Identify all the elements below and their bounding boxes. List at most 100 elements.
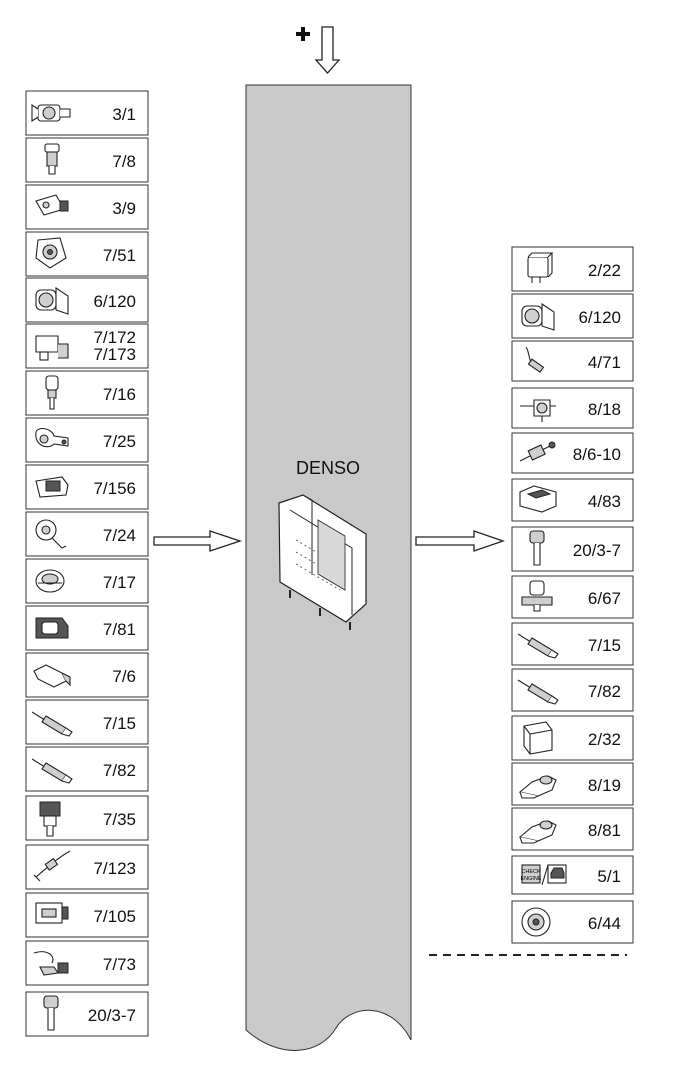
ecu-module-icon — [278, 494, 367, 630]
component-label: 7/8 — [112, 152, 136, 171]
component-label: 7/82 — [588, 682, 621, 701]
component-label: 7/81 — [103, 620, 136, 639]
wired-sensor-icon — [33, 850, 71, 882]
pressure-sensor-icon — [35, 617, 69, 639]
component-box: 7/16 — [25, 370, 149, 416]
component-label: 5/1 — [597, 867, 621, 886]
component-box: 7/82 — [511, 668, 634, 712]
component-box: 7/105 — [25, 892, 149, 938]
component-box: 20/3-7 — [25, 991, 149, 1037]
component-box: 6/67 — [511, 575, 634, 619]
output-components: 2/226/1204/718/188/6-104/8320/3-76/677/1… — [511, 246, 634, 944]
component-box-frame — [25, 940, 149, 986]
ignition-coil-icon — [529, 530, 545, 566]
relay-cube-icon — [523, 721, 553, 755]
component-box: 7/15 — [511, 622, 634, 666]
component-label: 8/18 — [588, 400, 621, 419]
component-box: 2/32 — [511, 715, 634, 761]
oxygen-sensor-icon — [31, 711, 73, 737]
lamp-text: CHECK — [521, 869, 541, 875]
component-label: 6/67 — [588, 589, 621, 608]
component-box: 8/19 — [511, 762, 634, 806]
purge-valve-icon — [520, 399, 556, 422]
component-box: 7/82 — [25, 746, 149, 792]
component-box: 7/25 — [25, 417, 149, 463]
component-label: 8/81 — [588, 821, 621, 840]
component-box: 7/24 — [25, 511, 149, 557]
component-label: 7/73 — [103, 955, 136, 974]
knock-sensor-icon — [35, 519, 67, 549]
component-label: 4/71 — [588, 353, 621, 372]
component-box: 4/83 — [511, 478, 634, 522]
component-label: 7/15 — [588, 636, 621, 655]
component-label: 7/35 — [103, 810, 136, 829]
component-box: 8/18 — [511, 387, 634, 429]
component-box: 2/22 — [511, 246, 634, 292]
component-label: 7/15 — [103, 714, 136, 733]
component-label: 7/82 — [103, 761, 136, 780]
throttle-actuator-icon — [521, 302, 555, 331]
knock-sensor-round-icon — [35, 569, 65, 593]
heater-element-icon — [525, 346, 545, 373]
switch-module-icon — [35, 902, 69, 924]
ignition-coil-icon — [43, 995, 59, 1031]
component-box: 8/6-10 — [511, 432, 634, 474]
component-label: 7/51 — [103, 246, 136, 265]
throttle-body-icon — [31, 103, 71, 123]
component-label: 2/32 — [588, 730, 621, 749]
pedal-sensor-icon — [35, 194, 69, 216]
temperature-sensor-icon — [45, 375, 59, 410]
ecu-brand-label: DENSO — [296, 458, 360, 478]
pressure-switch-icon — [44, 143, 60, 175]
component-label: 6/44 — [588, 914, 621, 933]
component-label: 8/6-10 — [573, 445, 621, 464]
component-box: 7/35 — [25, 795, 149, 841]
temperature-probe-icon — [33, 951, 69, 976]
component-box: 6/120 — [25, 277, 149, 323]
component-label: 7/25 — [103, 432, 136, 451]
lamp-text: ENGINE — [520, 876, 541, 882]
component-label: 7/6 — [112, 667, 136, 686]
crank-sensor-icon — [35, 427, 69, 448]
component-box: 7/73 — [25, 940, 149, 986]
component-box: 7/6 — [25, 652, 149, 698]
component-box: 7/81 — [25, 605, 149, 651]
component-label: 7/17 — [103, 573, 136, 592]
component-box-frame — [511, 387, 634, 429]
component-label: 4/83 — [588, 492, 621, 511]
component-label: 7/105 — [93, 907, 136, 926]
component-label: 2/22 — [588, 261, 621, 280]
component-box-frame — [25, 844, 149, 890]
oxygen-sensor-icon — [31, 758, 73, 784]
component-box: 8/81 — [511, 807, 634, 851]
component-box: 4/71 — [511, 340, 634, 382]
oxygen-sensor-icon — [517, 633, 559, 659]
solenoid-valve-icon — [521, 580, 553, 612]
relay-icon — [527, 252, 554, 283]
component-box: 7/15 — [25, 699, 149, 745]
component-box-frame — [25, 370, 149, 416]
throttle-actuator-icon — [35, 286, 69, 315]
component-box: 20/3-7 — [511, 526, 634, 572]
component-label: 7/24 — [103, 526, 136, 545]
component-label: 20/3-7 — [573, 541, 621, 560]
egr-valve-icon — [518, 775, 557, 799]
map-sensor-icon — [35, 476, 69, 498]
component-label: 7/16 — [103, 385, 136, 404]
component-label: 7/123 — [93, 859, 136, 878]
component-box: 6/44 — [511, 900, 634, 944]
output-arrow — [415, 530, 505, 552]
egr-valve-icon — [518, 820, 557, 844]
input-arrow — [153, 530, 243, 552]
airflow-meter-icon — [39, 801, 61, 837]
component-label: 3/1 — [112, 105, 136, 124]
fuel-injector-icon — [519, 441, 556, 462]
component-box: 3/1 — [25, 90, 149, 136]
component-label: 8/19 — [588, 776, 621, 795]
